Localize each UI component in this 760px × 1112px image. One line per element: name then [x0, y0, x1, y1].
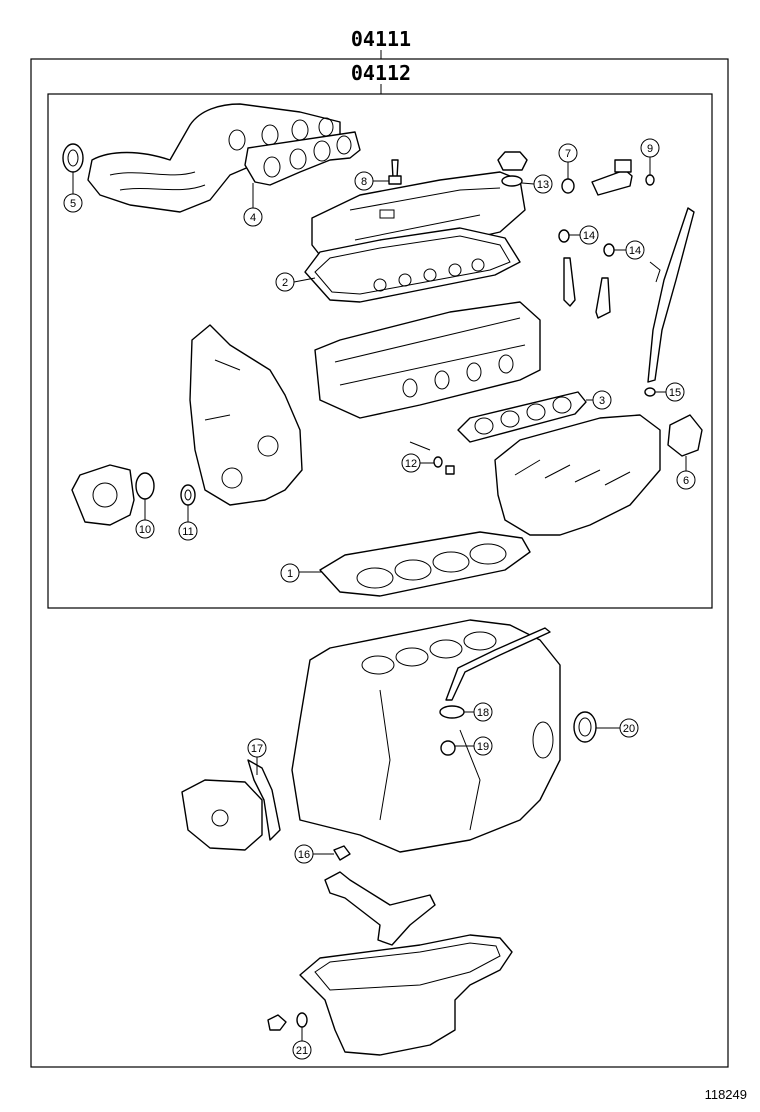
- callout-18: 18: [473, 702, 493, 722]
- o-ring-part-9: [645, 157, 655, 186]
- o-ring-part-10: [135, 472, 155, 520]
- oil-seal-part-5: [62, 143, 84, 194]
- oil-pump-gasket-part-17: [247, 757, 281, 841]
- svg-text:16: 16: [298, 849, 310, 861]
- callout-7: 7: [558, 143, 578, 163]
- svg-text:17: 17: [251, 743, 263, 755]
- outer-kit-code: 04111: [351, 27, 411, 51]
- callout-5: 5: [63, 193, 83, 213]
- oil-seal-part-11: [180, 484, 196, 522]
- svg-text:12: 12: [405, 458, 417, 470]
- svg-text:2: 2: [282, 277, 288, 289]
- svg-text:5: 5: [70, 198, 76, 210]
- callout-17: 17: [247, 738, 267, 758]
- cylinder-head-gasket-part-1: [299, 531, 531, 597]
- oil-level-gauge-tube: [445, 627, 551, 701]
- o-ring-part-15: [644, 387, 666, 397]
- svg-text:14: 14: [583, 230, 595, 242]
- callout-12: 12: [401, 453, 421, 473]
- svg-text:1: 1: [287, 568, 293, 580]
- head-cover-gasket-part-2: [293, 227, 521, 303]
- svg-text:10: 10: [139, 524, 151, 536]
- svg-text:21: 21: [296, 1045, 308, 1057]
- callout-6: 6: [676, 470, 696, 490]
- water-pump: [71, 464, 135, 526]
- svg-text:20: 20: [623, 723, 635, 735]
- callout-2: 2: [275, 272, 295, 292]
- figure-number: 118249: [705, 1087, 747, 1102]
- plug-part-7: [561, 162, 575, 194]
- callout-16: 16: [294, 844, 314, 864]
- drain-plug: [267, 1014, 287, 1031]
- inner-kit-code: 04112: [351, 61, 411, 85]
- callout-9: 9: [640, 138, 660, 158]
- callout-15: 15: [665, 382, 685, 402]
- svg-text:7: 7: [565, 148, 571, 160]
- callout-20: 20: [619, 718, 639, 738]
- callout-1: 1: [280, 563, 300, 583]
- callout-3: 3: [592, 390, 612, 410]
- gasket-part-16: [313, 845, 351, 861]
- oil-control-valve: [591, 159, 633, 196]
- bolt-part-8: [373, 159, 402, 185]
- callout-21: 21: [292, 1040, 312, 1060]
- svg-text:19: 19: [477, 741, 489, 753]
- oil-pan: [299, 934, 513, 1056]
- callout-13: 13: [533, 174, 553, 194]
- callout-4: 4: [243, 207, 263, 227]
- svg-text:3: 3: [599, 395, 605, 407]
- svg-text:9: 9: [647, 143, 653, 155]
- callout-10: 10: [135, 519, 155, 539]
- svg-text:6: 6: [683, 475, 689, 487]
- intake-valves: [563, 257, 611, 319]
- washer-part-14-b: [603, 243, 626, 257]
- outer-kit-frame: [30, 58, 729, 1068]
- oil-pump: [181, 779, 263, 851]
- svg-text:14: 14: [629, 245, 641, 257]
- oil-strainer: [324, 871, 436, 946]
- washer-part-14-a: [558, 229, 580, 243]
- oil-level-gauge-guide: [647, 207, 695, 383]
- callout-19: 19: [473, 736, 493, 756]
- cylinder-head: [314, 301, 541, 419]
- callout-14a: 14: [579, 225, 599, 245]
- inner-kit-frame: [47, 93, 713, 609]
- callout-14b: 14: [625, 240, 645, 260]
- intake-manifold: [494, 414, 661, 536]
- ring-part-19: [440, 740, 474, 756]
- svg-text:8: 8: [361, 176, 367, 188]
- svg-text:18: 18: [477, 707, 489, 719]
- gasket-part-18: [439, 705, 474, 719]
- rear-oil-seal-part-20: [573, 711, 620, 743]
- oil-filler-cap-part-13: [497, 151, 535, 187]
- drain-plug-gasket-part-21: [296, 1012, 308, 1041]
- gasket-part-6: [667, 414, 703, 471]
- svg-text:15: 15: [669, 387, 681, 399]
- intake-manifold-gasket-part-3: [457, 391, 594, 443]
- timing-chain-cover: [189, 324, 303, 506]
- callout-11: 11: [178, 521, 198, 541]
- bolt-part-12: [409, 441, 455, 475]
- svg-text:4: 4: [250, 212, 256, 224]
- cylinder-block: [291, 619, 561, 853]
- callout-8: 8: [354, 171, 374, 191]
- svg-text:11: 11: [182, 526, 193, 538]
- svg-text:13: 13: [537, 179, 549, 191]
- exhaust-manifold-gasket-part-4: [244, 131, 361, 208]
